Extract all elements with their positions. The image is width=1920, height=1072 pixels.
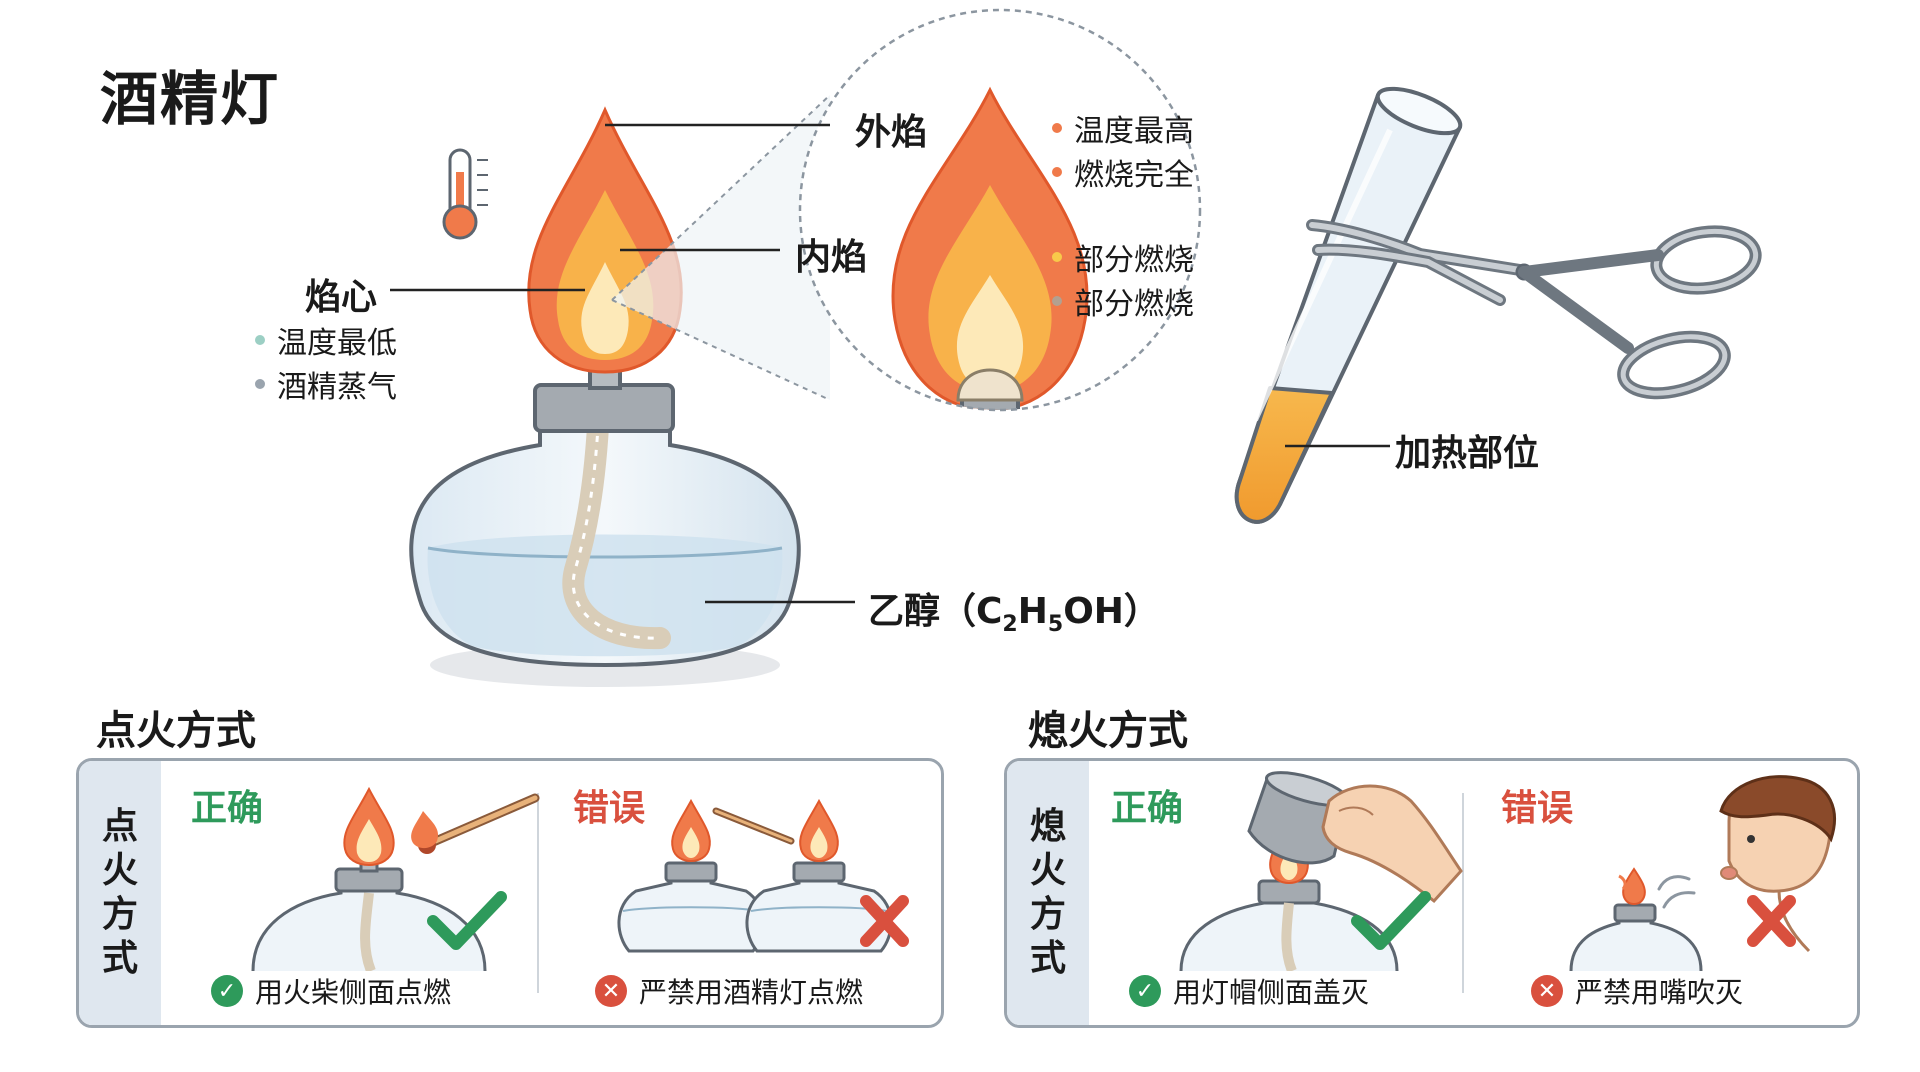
outer-note-2: 燃烧完全 — [1052, 150, 1194, 194]
cross-icon — [1747, 895, 1796, 947]
core-note-1: 温度最低 — [255, 318, 397, 362]
outer-flame-label: 外焰 — [855, 112, 928, 153]
ethanol-label: 乙醇（C2H5OH） — [868, 591, 1160, 638]
thermometer-icon — [442, 148, 488, 240]
inner-note-2: 部分燃烧 — [1052, 279, 1194, 323]
cross-circle-icon: ✕ — [595, 975, 627, 1007]
ignite-wrong-caption: ✕ 严禁用酒精灯点燃 — [595, 971, 863, 1011]
check-circle-icon: ✓ — [1129, 975, 1161, 1007]
ignite-section-title: 点火方式 — [96, 708, 256, 754]
bullet-dot — [255, 379, 265, 389]
ignite-panel: 点 火 方 式 正确 错误 — [76, 758, 944, 1028]
extinguish-panel: 熄 火 方 式 正确 错误 — [1004, 758, 1860, 1028]
ignite-wrong-lamp-left — [617, 798, 765, 953]
ignite-correct-lamp — [251, 786, 487, 971]
bullet-dot — [1052, 252, 1062, 262]
panel-divider — [1462, 793, 1464, 993]
core-flame-label: 焰心 — [305, 277, 378, 318]
outer-note-1: 温度最高 — [1052, 106, 1194, 150]
check-icon — [427, 891, 507, 950]
test-tube — [1234, 86, 1463, 524]
alcohol-lamp — [409, 329, 801, 668]
hand-icon — [1321, 784, 1463, 904]
cross-icon — [860, 895, 909, 947]
ignite-correct-caption: ✓ 用火柴侧面点燃 — [211, 971, 451, 1011]
extinguish-section-title: 熄火方式 — [1028, 708, 1188, 754]
ignite-correct-title: 正确 — [191, 788, 264, 829]
heating-position-label: 加热部位 — [1395, 433, 1540, 474]
test-tube-tongs — [1306, 219, 1762, 400]
extinguish-wrong-title: 错误 — [1501, 788, 1574, 829]
match-icon — [411, 793, 540, 854]
ignite-wrong-lamp-right — [745, 798, 893, 953]
ignite-wrong-title: 错误 — [573, 788, 646, 829]
bullet-dot — [255, 335, 265, 345]
check-circle-icon: ✓ — [211, 975, 243, 1007]
check-icon — [1351, 891, 1431, 950]
inner-note-1: 部分燃烧 — [1052, 235, 1194, 279]
extinguish-wrong-lamp — [1569, 867, 1703, 971]
bullet-dot — [1052, 123, 1062, 133]
ignite-illustrations — [251, 786, 909, 971]
extinguish-wrong-caption: ✕ 严禁用嘴吹灭 — [1531, 971, 1743, 1011]
extinguish-side-label: 熄 火 方 式 — [1007, 761, 1089, 1025]
flame-zoom-circle — [798, 8, 1202, 412]
zoom-cone — [612, 95, 830, 400]
main-illustration — [390, 8, 1762, 687]
page-title: 酒精灯 — [100, 65, 281, 133]
extinguish-correct-title: 正确 — [1111, 788, 1184, 829]
panel-divider — [537, 793, 539, 993]
bullet-dot — [1052, 167, 1062, 177]
wind-lines — [1657, 875, 1696, 909]
cross-circle-icon: ✕ — [1531, 975, 1563, 1007]
core-note-2: 酒精蒸气 — [255, 362, 397, 406]
face-icon — [1719, 775, 1836, 953]
bullet-dot — [1052, 296, 1062, 306]
extinguish-illustrations — [1179, 771, 1836, 971]
inner-flame-label: 内焰 — [795, 237, 868, 278]
ignite-side-label: 点 火 方 式 — [79, 761, 161, 1025]
flame — [527, 106, 683, 374]
extinguish-correct-caption: ✓ 用灯帽侧面盖灭 — [1129, 971, 1369, 1011]
